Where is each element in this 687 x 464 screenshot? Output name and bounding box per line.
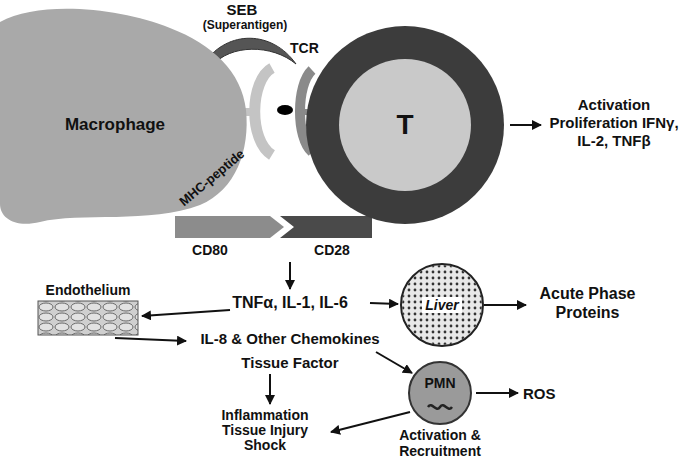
cd28-bar: [280, 216, 372, 238]
arrow: [331, 412, 410, 432]
t-cell: T: [305, 25, 505, 225]
superantigen-note: (Superantigen): [190, 18, 300, 32]
liver-organ: Liver: [400, 263, 484, 347]
mediator-text: IL-8 & Other Chemokines: [175, 330, 405, 348]
receptor-name: TCR: [290, 40, 330, 57]
mhc-molecule: [255, 68, 272, 155]
outcome-text: Activation Proliferation IFNγ, IL-2, TNF…: [545, 96, 683, 150]
node-label: Endothelium: [46, 282, 131, 299]
arrow: [476, 392, 518, 394]
molecule-name: CD28: [302, 242, 362, 259]
arrow: [510, 124, 541, 126]
mediator-text: Tissue Factor: [215, 354, 365, 372]
arrow: [376, 352, 412, 373]
outcome-text: Activation & Recruitment: [387, 428, 493, 459]
arrow: [269, 374, 271, 404]
pmn-cell-shape: [408, 361, 472, 425]
peptide: [277, 105, 293, 115]
outcome-text: ROS: [523, 385, 573, 403]
node-label: Macrophage: [65, 115, 165, 135]
endothelium-image: Endothelium: [38, 282, 138, 336]
cd80-bar: [175, 216, 284, 238]
arrow: [370, 303, 398, 304]
molecule-name: CD80: [180, 242, 240, 259]
arrow: [289, 262, 291, 289]
arrow: [484, 304, 526, 306]
macrophage-cell: Macrophage: [0, 0, 250, 232]
cytokine-text: TNFα, IL-1, IL-6: [215, 293, 365, 312]
outcome-text: Acute Phase Proteins: [530, 284, 645, 322]
arrow: [142, 310, 230, 316]
pmn-cell: PMN: [408, 361, 472, 425]
arrow: [115, 338, 186, 341]
outcome-text: Inflammation Tissue Injury Shock: [205, 408, 325, 453]
node-label: T: [396, 108, 413, 142]
node-label: PMN: [424, 375, 455, 392]
superantigen-name: SEB: [212, 1, 272, 19]
node-label: Liver: [422, 297, 461, 314]
